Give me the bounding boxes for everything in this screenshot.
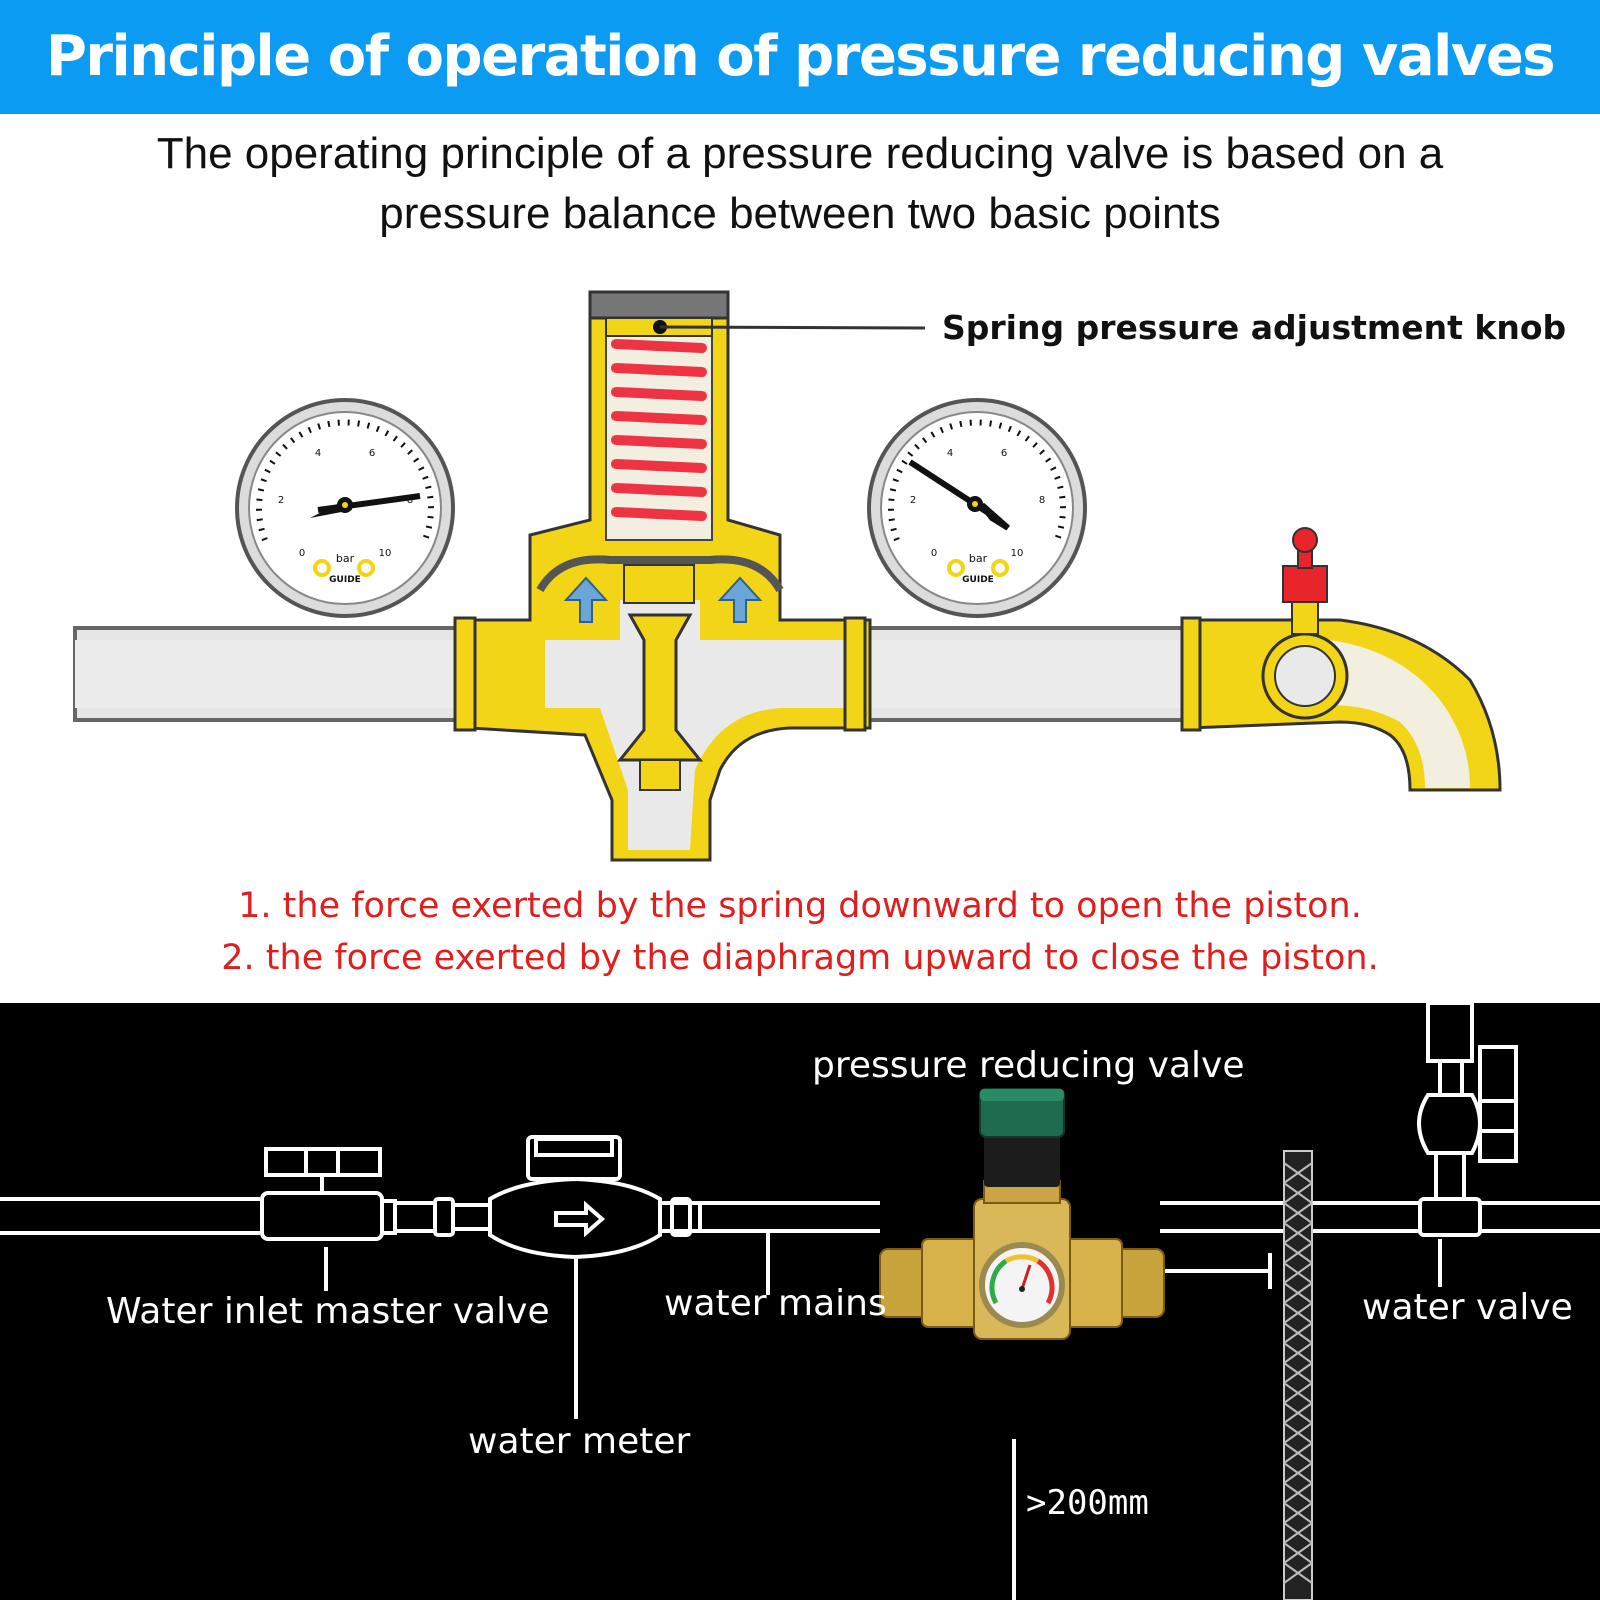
gauge-brand-label: GUIDE bbox=[329, 575, 361, 585]
adjustment-knob bbox=[588, 290, 730, 320]
svg-text:4: 4 bbox=[947, 448, 953, 459]
up-arrow-left bbox=[563, 576, 609, 623]
up-arrow-right bbox=[717, 576, 763, 623]
intro-line-1: The operating principle of a pressure re… bbox=[156, 129, 1444, 178]
installation-drawing bbox=[0, 1003, 1600, 1600]
svg-text:6: 6 bbox=[369, 448, 375, 459]
label-water-inlet-master-valve: Water inlet master valve bbox=[106, 1291, 550, 1332]
force-line-2: 2. the force exerted by the diaphragm up… bbox=[221, 938, 1379, 978]
force-line-1: 1. the force exerted by the spring downw… bbox=[238, 886, 1362, 926]
label-water-meter: water meter bbox=[468, 1421, 691, 1462]
pressure-reducing-valve-photo bbox=[879, 1088, 1165, 1340]
piston bbox=[623, 564, 695, 604]
svg-text:4: 4 bbox=[315, 448, 321, 459]
intro-text: The operating principle of a pressure re… bbox=[100, 124, 1500, 244]
label-water-valve: water valve bbox=[1362, 1287, 1573, 1328]
svg-text:8: 8 bbox=[407, 495, 413, 506]
svg-text:10: 10 bbox=[1011, 548, 1024, 559]
label-distance: >200mm bbox=[1026, 1483, 1149, 1523]
water-meter bbox=[488, 1176, 662, 1260]
valve-cutaway-diagram: bar GUIDE 0 2 4 6 8 10 bar GUIDE 0 2 4 6… bbox=[73, 290, 1502, 862]
spring-housing bbox=[605, 317, 713, 541]
svg-text:0: 0 bbox=[299, 548, 305, 559]
knob-label: Spring pressure adjustment knob bbox=[942, 308, 1567, 347]
knob-leader-line bbox=[659, 325, 926, 330]
spring bbox=[611, 339, 707, 521]
master-valve bbox=[260, 1191, 384, 1241]
svg-text:2: 2 bbox=[278, 495, 284, 506]
page-title: Principle of operation of pressure reduc… bbox=[45, 24, 1556, 89]
gauge-unit-label: bar bbox=[336, 552, 355, 565]
installation-diagram: pressure reducing valve Water inlet mast… bbox=[0, 1003, 1600, 1600]
inlet-pressure-gauge: bar GUIDE 0 2 4 6 8 10 bbox=[235, 398, 455, 618]
label-water-mains: water mains bbox=[664, 1283, 887, 1324]
svg-text:6: 6 bbox=[1001, 448, 1007, 459]
gauge-unit-label: bar bbox=[969, 552, 988, 565]
force-explanation: 1. the force exerted by the spring downw… bbox=[0, 880, 1600, 984]
svg-text:2: 2 bbox=[910, 495, 916, 506]
title-banner: Principle of operation of pressure reduc… bbox=[0, 0, 1600, 114]
flow-arrow-icon bbox=[554, 1200, 606, 1238]
water-valve bbox=[1418, 1197, 1482, 1237]
svg-text:0: 0 bbox=[931, 548, 937, 559]
gauge-brand-label: GUIDE bbox=[962, 575, 994, 585]
valve-black-body bbox=[984, 1133, 1060, 1187]
diaphragm bbox=[536, 555, 784, 593]
label-pressure-reducing-valve: pressure reducing valve bbox=[812, 1045, 1245, 1086]
outlet-pressure-gauge: bar GUIDE 0 2 4 6 8 10 bbox=[867, 398, 1087, 618]
svg-text:8: 8 bbox=[1039, 495, 1045, 506]
valve-handle-cap bbox=[1282, 565, 1328, 603]
intro-line-2: pressure balance between two basic point… bbox=[379, 189, 1221, 238]
svg-text:10: 10 bbox=[379, 548, 392, 559]
